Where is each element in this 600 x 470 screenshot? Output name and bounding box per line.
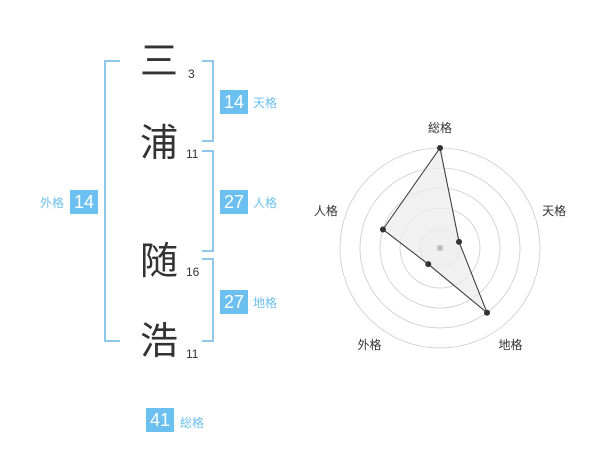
jinkaku-score: 27 [220, 190, 249, 214]
chikaku-bracket [202, 258, 214, 342]
radar-axis-label-4: 外格 [357, 337, 381, 352]
stroke-count-4: 11 [186, 347, 199, 361]
radar-data-area [382, 146, 488, 314]
radar-axis-label-1: 総格 [428, 120, 452, 135]
stroke-count-3: 16 [186, 265, 200, 279]
radar-axis-label-2: 天格 [542, 203, 566, 218]
name-char-1: 三 [140, 39, 179, 83]
radar-axis-label-3: 地格 [499, 337, 523, 352]
tenkaku-bracket [202, 60, 214, 142]
gaikaku-bracket [104, 60, 120, 342]
jinkaku-label: 人格 [253, 196, 278, 210]
tenkaku-label: 天格 [253, 96, 278, 110]
stroke-count-1: 3 [188, 67, 195, 81]
chikaku-label: 地格 [253, 296, 278, 310]
name-char-2: 浦 [140, 121, 179, 165]
radar-point-2 [456, 238, 463, 245]
radar-point-5 [379, 226, 386, 233]
tenkaku-score: 14 [220, 90, 249, 114]
gaikaku-label: 外格 [40, 196, 65, 210]
radar-point-1 [437, 145, 443, 151]
radar-point-4 [425, 261, 432, 268]
name-char-3: 随 [140, 239, 179, 283]
gaikaku-score: 14 [70, 190, 99, 214]
name-char-4: 浩 [140, 319, 179, 363]
radar-axis-label-5: 人格 [314, 203, 338, 218]
jinkaku-bracket [202, 150, 214, 252]
stroke-count-2: 11 [186, 147, 199, 161]
radar-points [379, 145, 491, 316]
chikaku-score: 27 [220, 290, 249, 314]
radar-center-dot [437, 245, 443, 251]
soukaku-label: 総格 [180, 416, 205, 430]
radar-point-3 [484, 309, 491, 316]
soukaku-score: 41 [146, 408, 175, 432]
